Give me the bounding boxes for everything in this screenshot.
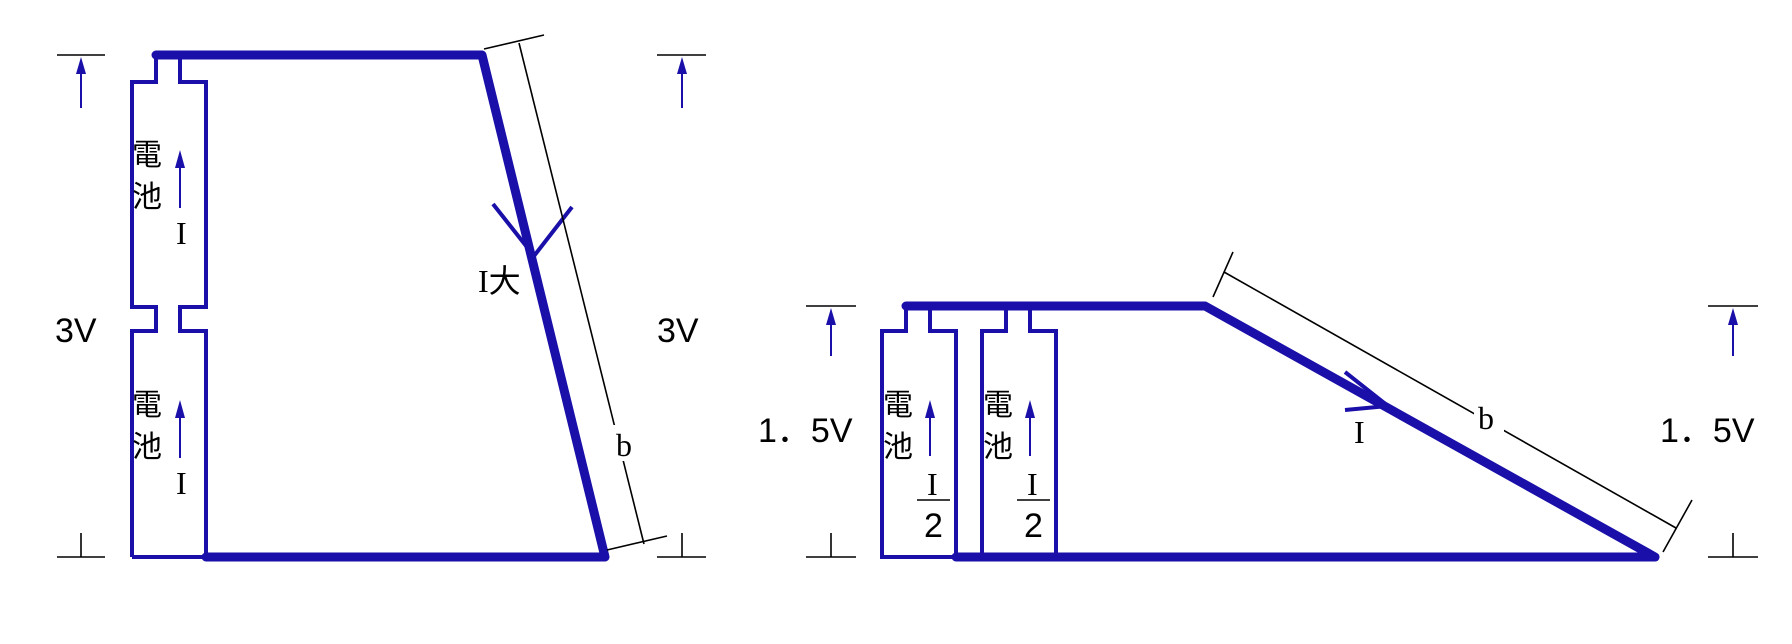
battery-2-outline	[980, 306, 1058, 557]
left-voltage-label: 3V	[55, 312, 97, 350]
battery-lower: 電 池 I	[132, 389, 187, 501]
battery-2-label-1: 電	[983, 389, 1013, 422]
battery-1-label-1: 電	[883, 389, 913, 422]
current-arrow-icon	[175, 150, 185, 168]
left-resistor-wire	[151, 50, 610, 562]
right-right-voltage-label: 1．5V	[1660, 412, 1755, 450]
battery-1-current-num: I	[927, 466, 938, 502]
right-resistor-current-label: I	[1354, 414, 1365, 450]
battery-upper-label-2: 池	[132, 181, 162, 214]
right-circuit: 1．5V 1．5V 電 池 I 2 電 池	[758, 251, 1758, 562]
right-voltage-label: 3V	[657, 312, 699, 350]
battery-1-label-2: 池	[883, 431, 913, 464]
battery-2: 電 池 I 2	[983, 389, 1050, 545]
current-arrow-icon	[175, 400, 185, 418]
right-voltage-scale-left: 1．5V	[758, 305, 856, 558]
left-voltage-scale-left: 3V	[55, 54, 105, 558]
battery-1-outline	[880, 306, 958, 559]
resistor-current-arrow-icon	[491, 202, 574, 260]
right-length-label: b	[1478, 400, 1494, 436]
battery-stack-outline	[130, 55, 208, 559]
battery-upper-current: I	[176, 215, 187, 251]
battery-lower-label-2: 池	[132, 431, 162, 464]
right-length-dimension	[1212, 251, 1693, 553]
battery-lower-current: I	[176, 465, 187, 501]
resistor-current-label: I大	[478, 263, 521, 299]
battery-2-current-den: 2	[1024, 507, 1043, 545]
length-label: b	[616, 427, 632, 463]
right-resistor-current-arrow-icon	[1343, 370, 1394, 412]
battery-upper: 電 池 I	[132, 139, 187, 251]
right-voltage-scale-right: 1．5V	[1660, 305, 1758, 558]
left-voltage-scale-right: 3V	[657, 54, 706, 558]
current-arrow-icon	[925, 400, 935, 418]
battery-lower-label-1: 電	[132, 389, 162, 422]
battery-1-current-den: 2	[924, 507, 943, 545]
left-circuit: 3V 3V 電 池 I 電 池 I	[55, 34, 706, 562]
right-resistor-wire	[901, 301, 1660, 562]
current-arrow-icon	[1025, 400, 1035, 418]
battery-upper-label-1: 電	[132, 139, 162, 172]
right-left-voltage-label: 1．5V	[758, 412, 853, 450]
battery-2-label-2: 池	[983, 431, 1013, 464]
battery-2-current-num: I	[1027, 466, 1038, 502]
battery-1: 電 池 I 2	[883, 389, 950, 545]
